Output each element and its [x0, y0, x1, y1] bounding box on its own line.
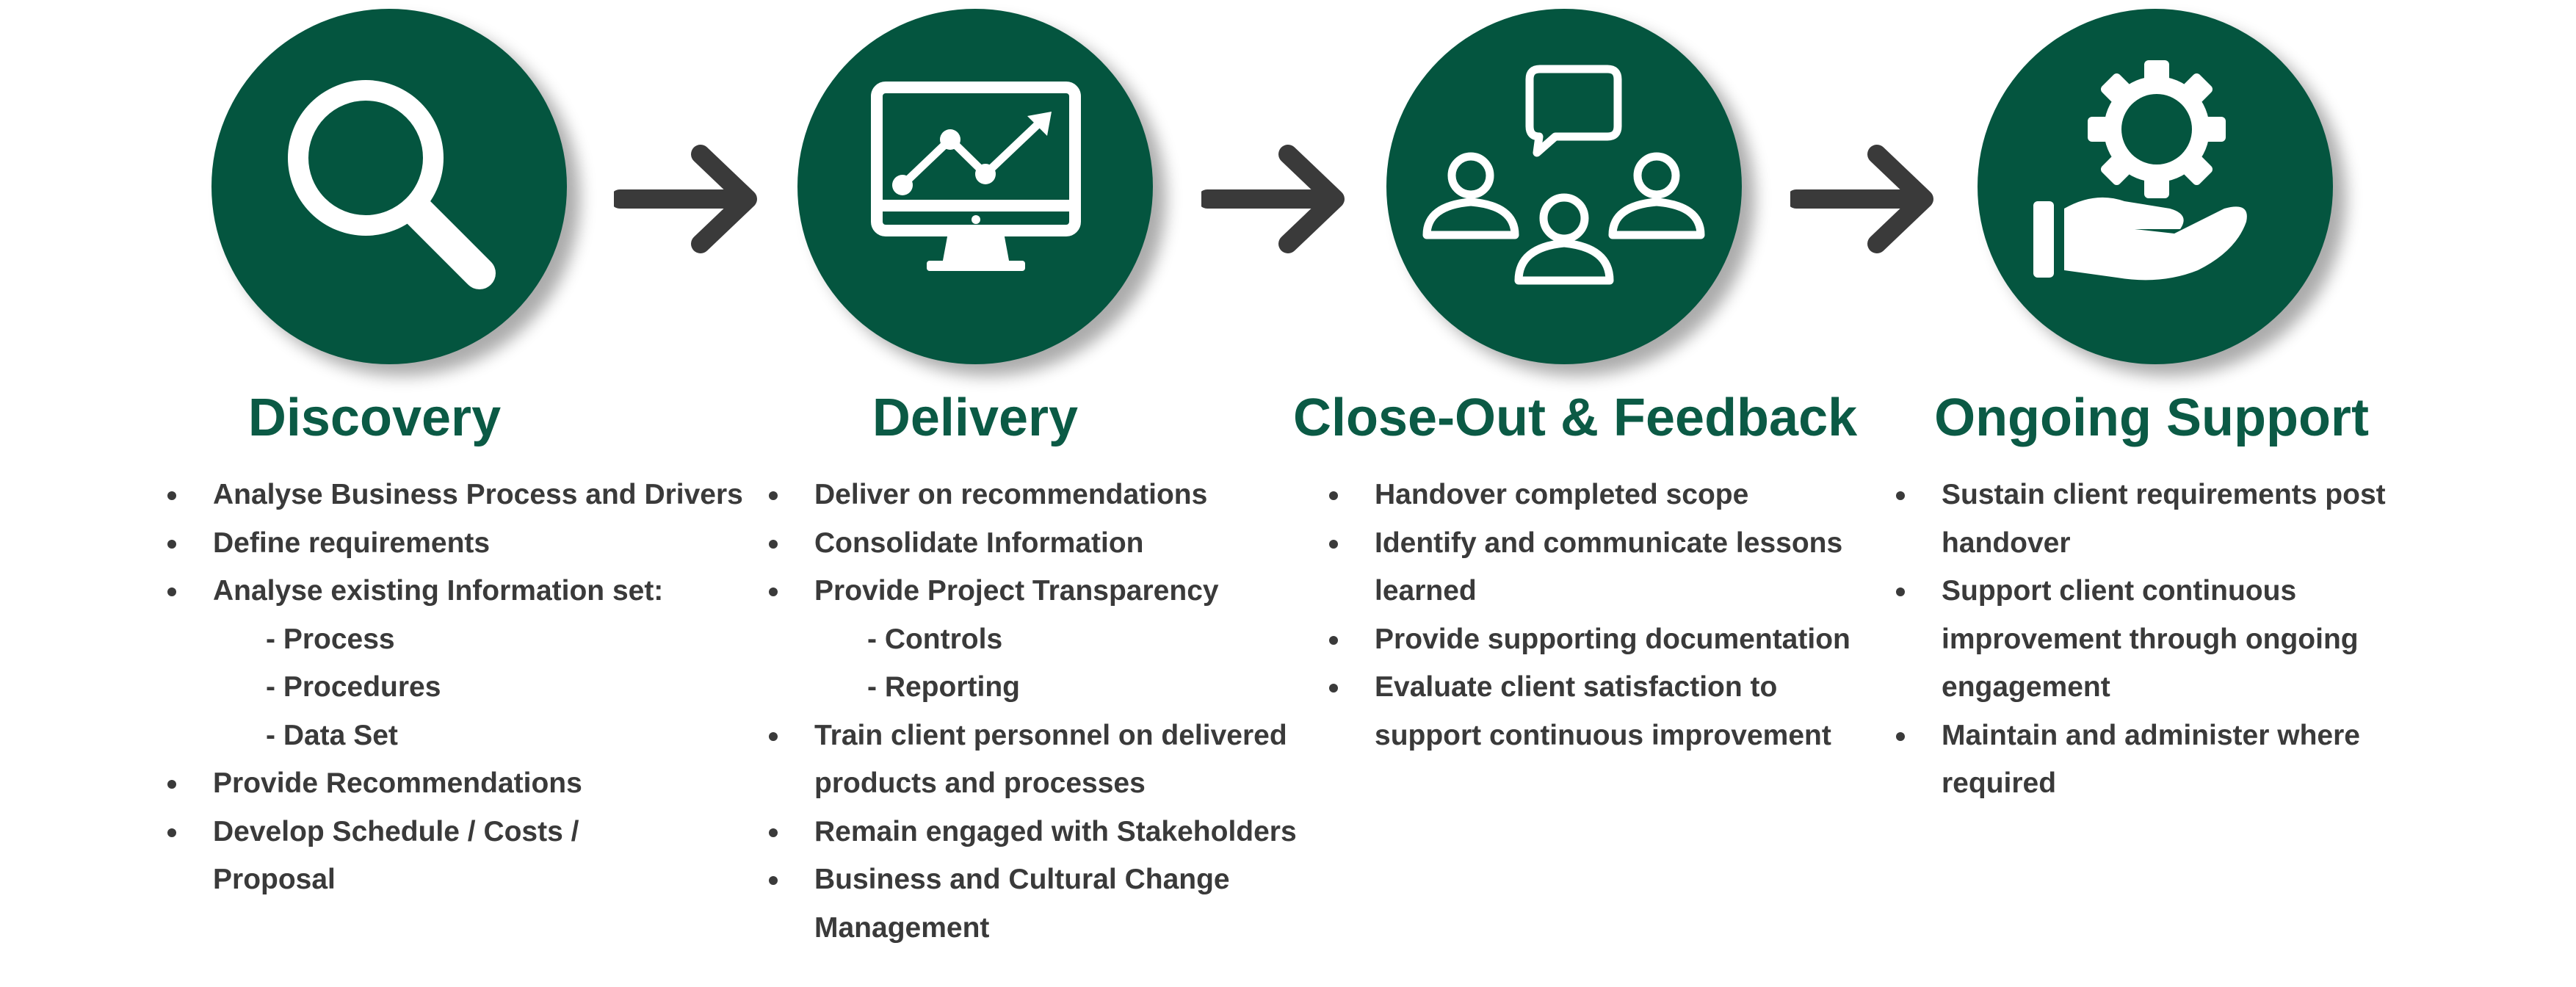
list-item: Evaluate client satisfaction to [1328, 663, 1850, 712]
stage-title-close-out-feedback: Close-Out & Feedback [1293, 388, 1858, 447]
sub-list-item: - Process [266, 623, 395, 655]
team-speech-bubble-icon [1422, 65, 1705, 285]
list-item: Identify and communicate lessons [1328, 519, 1850, 568]
monitor-chart-icon [871, 82, 1081, 271]
ongoing-support-circle [1978, 9, 2333, 364]
list-item: Handover completed scope [1328, 471, 1850, 519]
stage-title-delivery: Delivery [872, 388, 1079, 447]
sub-list-item: - Controls [867, 623, 1003, 655]
list-item: Develop Schedule / Costs / [166, 808, 743, 856]
sub-list-item: - Procedures [266, 671, 441, 703]
delivery-circle [797, 9, 1153, 364]
sub-list-item: - Data Set [266, 719, 398, 751]
list-item: Remain engaged with Stakeholders [767, 808, 1297, 856]
list-item: Maintain and administer where [1895, 712, 2386, 760]
arrow-right-icon [1201, 145, 1345, 253]
list-item: Proposal [213, 864, 336, 895]
list-item: learned [1375, 575, 1477, 607]
list-item: Provide supporting documentation [1328, 615, 1850, 664]
list-item: Provide Recommendations [166, 759, 743, 808]
ongoing-support-list: Sustain client requirements post handover… [1895, 471, 2386, 808]
discovery-circle [211, 9, 567, 364]
list-item: Consolidate Information [767, 519, 1297, 568]
stage-title-discovery: Discovery [247, 388, 502, 447]
list-item: Business and Cultural Change [767, 856, 1297, 904]
list-item: handover [1942, 527, 2071, 559]
list-item: Management [814, 911, 990, 944]
list-item: Sustain client requirements post [1895, 471, 2386, 519]
list-item: Provide Project Transparency [767, 567, 1297, 615]
arrow-right-icon [614, 145, 757, 253]
close-out-circle [1386, 9, 1742, 364]
list-item: Analyse existing Information set: [166, 567, 743, 615]
list-item: engagement [1942, 671, 2110, 703]
list-item: products and processes [814, 767, 1146, 799]
arrow-right-icon [1790, 145, 1933, 253]
list-item: Define requirements [166, 519, 743, 568]
list-item: required [1942, 767, 2057, 799]
list-item: Train client personnel on delivered [767, 712, 1297, 760]
stage-title-ongoing-support: Ongoing Support [1934, 388, 2369, 447]
magnifying-glass-icon [288, 80, 496, 289]
hand-gear-icon [2033, 60, 2247, 281]
list-item: improvement through ongoing [1942, 623, 2359, 655]
list-item: Deliver on recommendations [767, 471, 1297, 519]
list-item: support continuous improvement [1375, 719, 1831, 751]
sub-list-item: - Reporting [867, 671, 1020, 703]
list-item: Support client continuous [1895, 567, 2386, 615]
list-item: Analyse Business Process and Drivers [166, 471, 743, 519]
